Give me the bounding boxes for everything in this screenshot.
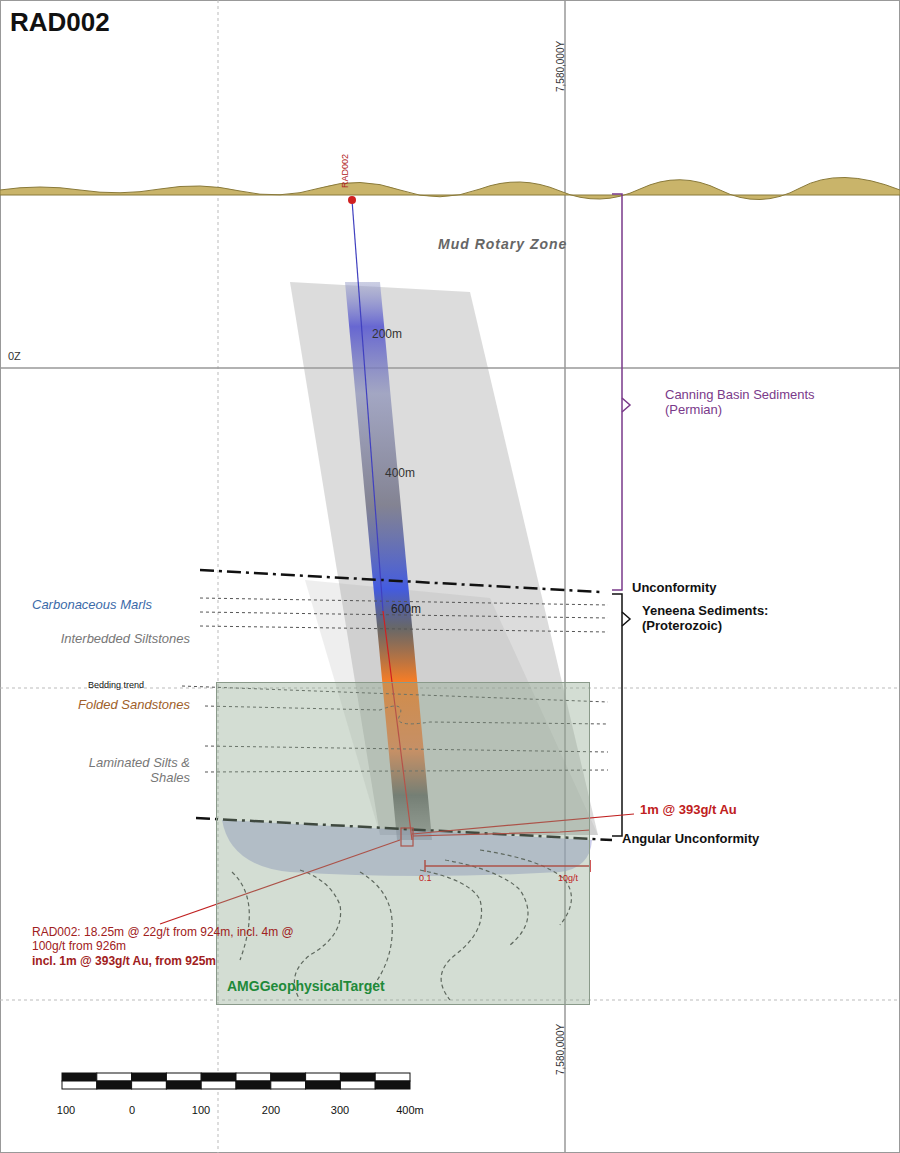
sediments-label: Yeneena Sediments: (Proterozoic) [642, 604, 832, 634]
unit-label: Carbonaceous Marls [32, 598, 152, 613]
scale-segment [340, 1081, 375, 1089]
scale-number: 100 [192, 1104, 210, 1117]
scale-number: 100 [57, 1104, 75, 1117]
depth-label: 600m [391, 603, 421, 617]
grid-coordinate: 7,580,000Y [555, 41, 567, 92]
zone-label: Mud Rotary Zone [438, 236, 567, 252]
depth-label: 200m [372, 328, 402, 342]
scale-segment [306, 1081, 341, 1089]
scale-segment [62, 1073, 97, 1081]
basin-label: Canning Basin Sediments (Permian) [665, 388, 840, 418]
scale-segment [375, 1073, 410, 1081]
scale-segment [132, 1081, 167, 1089]
axis-label: 0.1 [419, 873, 432, 883]
bedding-label: Bedding trend [88, 680, 144, 690]
scale-segment [97, 1081, 132, 1089]
target-label: AMGGeophysicalTarget [227, 978, 385, 994]
axis-label: 10g/t [558, 873, 578, 883]
scale-segment [340, 1073, 375, 1081]
intercept-note: RAD002: 18.25m @ 22g/t from 924m, incl. … [32, 926, 297, 954]
unconformity-label: Unconformity [632, 581, 717, 596]
grid-coordinate: 7,580,000Y [555, 1024, 567, 1075]
hole-label: RAD002 [340, 154, 350, 188]
scale-segment [236, 1073, 271, 1081]
scale-segment [271, 1081, 306, 1089]
scale-segment [97, 1073, 132, 1081]
unit-label: Folded Sandstones [70, 698, 190, 713]
scale-number: 300 [331, 1104, 349, 1117]
scale-segment [201, 1073, 236, 1081]
assay-callout: 1m @ 393g/t Au [640, 803, 737, 818]
unit-label: Interbedded Siltstones [60, 632, 190, 647]
scale-segment [166, 1073, 201, 1081]
intercept-note: incl. 1m @ 393g/t Au, from 925m [32, 955, 216, 969]
scale-segment [201, 1081, 236, 1089]
target-box: AMGGeophysicalTarget [216, 682, 590, 1005]
scale-segment [271, 1073, 306, 1081]
scale-segment [166, 1081, 201, 1089]
scale-segment [236, 1081, 271, 1089]
scale-number: 400m [396, 1104, 424, 1117]
unconformity-label: Angular Unconformity [622, 832, 759, 847]
scale-number: 0 [129, 1104, 135, 1117]
unit-label: Laminated Silts & Shales [60, 756, 190, 786]
scale-segment [306, 1073, 341, 1081]
depth-label: 400m [385, 467, 415, 481]
scale-segment [62, 1081, 97, 1089]
grid-coordinate: 0Z [8, 350, 21, 363]
scale-number: 200 [262, 1104, 280, 1117]
scale-segment [375, 1081, 410, 1089]
diagram-title: RAD002 [10, 8, 110, 38]
scale-segment [132, 1073, 167, 1081]
